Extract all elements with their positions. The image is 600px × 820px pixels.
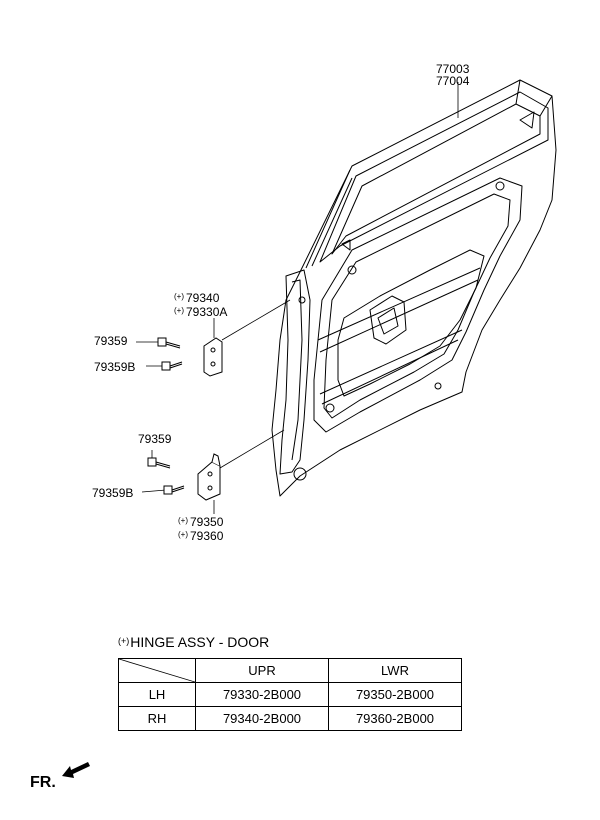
table-row: LH 79330-2B000 79350-2B000	[118, 682, 462, 707]
cell-lh-upr: 79330-2B000	[195, 682, 329, 707]
plus-mark: (+)	[178, 530, 188, 539]
lower-bolt-part	[147, 457, 171, 469]
callout-lower-bolt-b: 79359B	[92, 486, 134, 500]
row-label-rh: RH	[118, 706, 196, 731]
access-hole	[337, 249, 485, 397]
callout-upper-hinge-2: (+)79330A	[174, 305, 228, 319]
hinge-part-table: UPR LWR LH 79330-2B000 79350-2B000 RH 79…	[118, 658, 462, 731]
upper-bolt-part	[157, 337, 181, 349]
front-indicator-label: FR.	[30, 774, 56, 791]
callout-lower-hinge-1: (+)79350	[178, 515, 224, 529]
column-header-lwr: LWR	[328, 658, 462, 683]
leader-lower-bolt-b	[141, 489, 167, 493]
callout-lower-hinge-2: (+)79360	[178, 529, 224, 543]
callout-upper-bolt-b: 79359B	[94, 360, 136, 374]
row-label-lh: LH	[118, 682, 196, 707]
legend-title: (+)HINGE ASSY - DOOR	[118, 634, 270, 650]
cell-rh-lwr: 79360-2B000	[328, 706, 462, 731]
table-row: RH 79340-2B000 79360-2B000	[118, 706, 462, 731]
inner-panel	[313, 177, 523, 433]
hinge-pillar	[279, 269, 311, 475]
callout-upper-bolt: 79359	[94, 334, 128, 348]
lower-bolt-b-part	[163, 485, 185, 495]
callout-upper-hinge-1: (+)79340	[174, 291, 220, 305]
diagonal-divider	[119, 659, 195, 682]
table-corner-cell	[118, 658, 196, 683]
callout-lower-bolt: 79359	[138, 432, 172, 446]
lower-hinge-part	[197, 453, 221, 501]
door-outer-shell	[271, 79, 557, 497]
upper-hinge-part	[203, 337, 223, 377]
plus-mark: (+)	[178, 516, 188, 525]
callout-door-panel-1: 77003	[436, 62, 470, 76]
callout-door-panel-2: 77004	[436, 74, 470, 88]
upper-bolt-b-part	[161, 361, 183, 371]
cell-rh-upr: 79340-2B000	[195, 706, 329, 731]
table-header-row: UPR LWR	[118, 658, 462, 683]
plus-mark: (+)	[174, 292, 184, 301]
cell-lh-lwr: 79350-2B000	[328, 682, 462, 707]
column-header-upr: UPR	[195, 658, 329, 683]
plus-mark: (+)	[174, 306, 184, 315]
door-hinge-diagram: 77003 77004 (+)79340 (+)79330A 79359 793…	[92, 62, 557, 543]
window-frame-outer	[319, 91, 549, 263]
window-frame-inner	[331, 103, 541, 255]
front-arrow-icon	[62, 762, 90, 778]
door-frame-drawing	[136, 79, 557, 514]
plus-mark: (+)	[118, 636, 130, 646]
door-bracket	[369, 295, 407, 345]
